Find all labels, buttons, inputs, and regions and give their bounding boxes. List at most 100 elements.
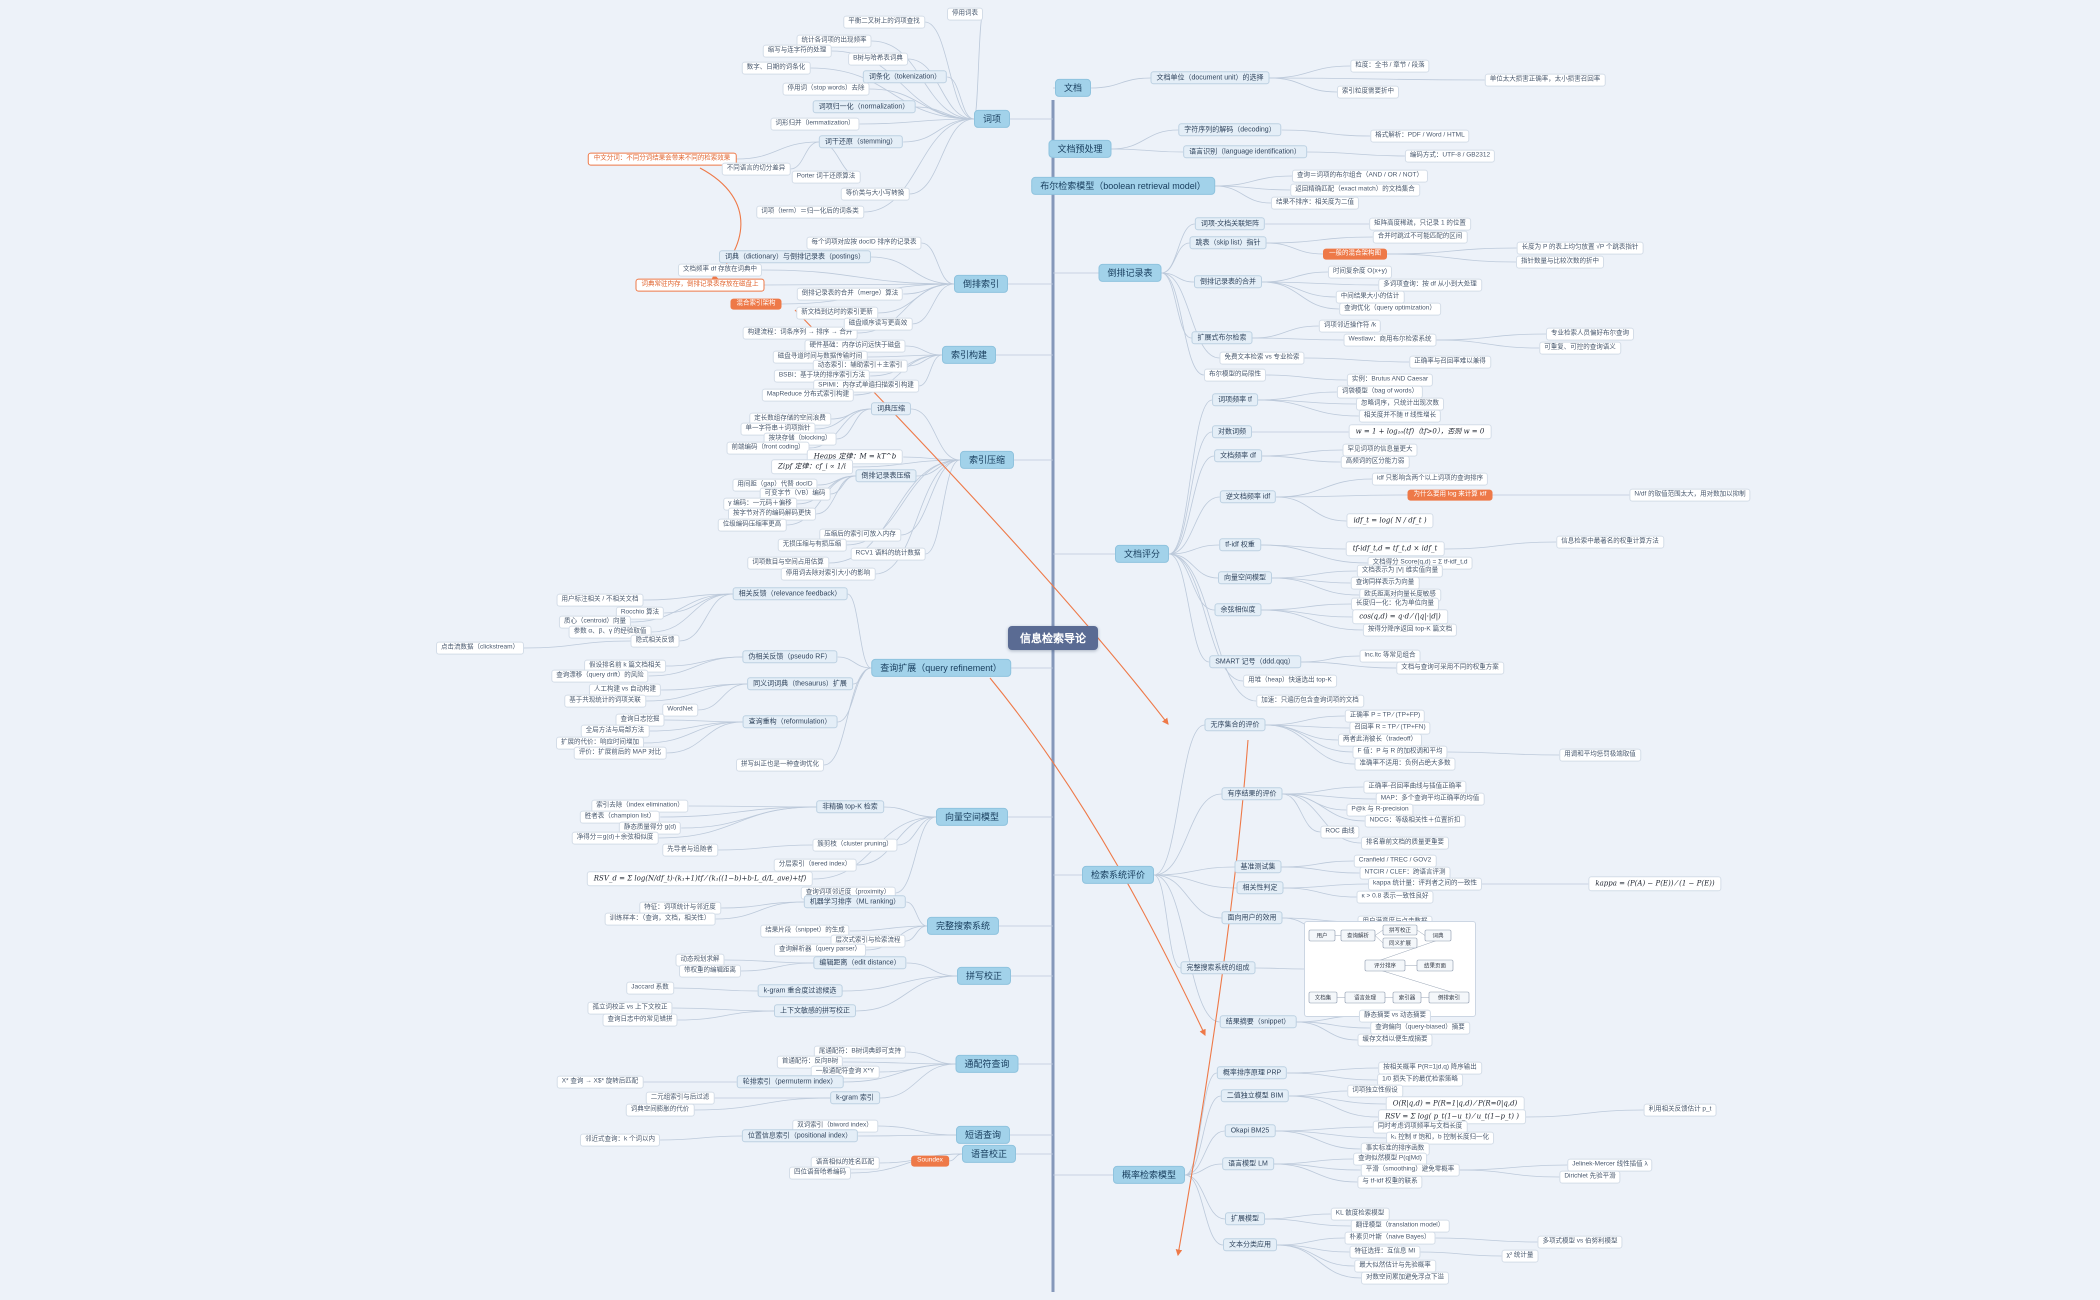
map-node-R1-4[interactable]: 索引粒度需要折中: [1337, 85, 1399, 99]
map-node-R6-20[interactable]: kappa = (P(A) − P(E)) ⁄ (1 − P(E)): [1588, 876, 1722, 892]
map-node-T11-1[interactable]: Soundex: [911, 1155, 949, 1167]
map-node-R4-21[interactable]: 实例：Brutus AND Caesar: [1346, 373, 1434, 387]
map-node-R1-3[interactable]: 单位太大损害正确率，太小损害召回率: [1484, 73, 1606, 87]
map-node-R7-21[interactable]: 文本分类应用: [1223, 1238, 1277, 1252]
map-node-T9-8[interactable]: 词典空间膨胀的代价: [625, 1103, 695, 1117]
map-node-T2-6[interactable]: 新文档到达时的索引更新: [796, 306, 878, 320]
map-node-R2-2[interactable]: 格式解析：PDF / Word / HTML: [1370, 129, 1470, 143]
map-node-R2-4[interactable]: 编码方式：UTF-8 / GB2312: [1404, 149, 1496, 163]
map-node-R5-21[interactable]: 查询同样表示为向量: [1350, 576, 1420, 590]
map-node-R4-20[interactable]: 布尔模型的局限性: [1204, 368, 1266, 382]
map-node-T4-8[interactable]: 倒排记录表压缩: [855, 469, 917, 483]
branch-topic-T8[interactable]: 拼写校正: [956, 966, 1012, 986]
map-node-R5-2[interactable]: 词袋模型（bag of words）: [1336, 385, 1424, 399]
map-node-T5-20[interactable]: 拼写纠正也是一种查询优化: [736, 758, 824, 772]
map-node-R7-5[interactable]: 词项独立性假设: [1347, 1084, 1403, 1098]
map-node-R6-28[interactable]: 静态摘要 vs 动态摘要: [1358, 1009, 1432, 1023]
map-node-T11-3[interactable]: 四位语音哈希编码: [789, 1166, 851, 1180]
map-node-T5-11[interactable]: 同义词词典（thesaurus）扩展: [747, 677, 853, 691]
branch-topic-T6[interactable]: 向量空间模型: [935, 807, 1009, 827]
map-node-T4-7[interactable]: Zipf 定律：cf_i ∝ 1/i: [771, 459, 853, 475]
map-node-R4-1[interactable]: 词项-文档关联矩阵: [1194, 217, 1266, 231]
map-node-R7-24[interactable]: 特征选择：互信息 MI: [1349, 1245, 1421, 1259]
map-node-R6-10[interactable]: MAP：多个查询平均正确率的均值: [1375, 792, 1485, 806]
map-node-T9-7[interactable]: 二元组索引与后过滤: [645, 1091, 715, 1105]
map-node-T4-14[interactable]: 压缩后的索引可放入内存: [819, 528, 901, 542]
map-node-R5-20[interactable]: 文档表示为 |V| 维实值向量: [1356, 564, 1444, 578]
map-node-T1-14[interactable]: 缩写与连字符的处理: [762, 44, 832, 58]
map-node-T4-1[interactable]: 词典压缩: [871, 402, 911, 416]
map-node-T6-8[interactable]: 分层索引（tiered index）: [773, 858, 857, 872]
map-node-R7-3[interactable]: 1/0 损失下的最优检索策略: [1377, 1073, 1463, 1087]
map-node-R6-7[interactable]: 准确率不适用：负例占绝大多数: [1354, 757, 1456, 771]
map-node-T7-1[interactable]: 机器学习排序（ML ranking）: [803, 895, 907, 909]
map-node-T5-1[interactable]: 相关反馈（relevance feedback）: [732, 587, 848, 601]
map-node-T8-5[interactable]: Jaccard 系数: [626, 981, 674, 995]
map-node-R4-8[interactable]: 倒排记录表的合并: [1194, 275, 1262, 289]
map-node-T5-2[interactable]: 用户标注相关 / 不相关文档: [556, 593, 644, 607]
map-node-R4-7[interactable]: 指针数量与比较次数的折中: [1516, 255, 1604, 269]
map-node-T9-2[interactable]: 首通配符：反向B树: [776, 1055, 844, 1069]
map-node-R4-5[interactable]: 一般的混合架构图: [1323, 248, 1387, 260]
map-node-T2-4[interactable]: 词典常驻内存，倒排记录表存放在磁盘上: [635, 278, 765, 292]
branch-topic-T4[interactable]: 索引压缩: [959, 450, 1015, 470]
map-node-R7-25[interactable]: χ² 统计量: [1501, 1249, 1539, 1263]
map-node-R5-14[interactable]: idf_t = log( N / df_t ): [1346, 513, 1434, 529]
branch-topic-T9[interactable]: 通配符查询: [955, 1054, 1019, 1074]
map-node-R6-12[interactable]: NDCG：等级相关性＋位置折扣: [1364, 814, 1466, 828]
branch-topic-T11[interactable]: 语音校正: [961, 1144, 1017, 1164]
map-node-T1-16[interactable]: 不同语言的切分差异: [721, 162, 791, 176]
map-node-R6-13[interactable]: ROC 曲线: [1320, 825, 1360, 839]
map-node-T8-7[interactable]: 孤立词校正 vs 上下文校正: [587, 1001, 673, 1015]
map-node-R7-12[interactable]: 语言模型 LM: [1222, 1157, 1274, 1171]
map-node-T7-6[interactable]: 查询解析器（query parser）: [774, 943, 866, 957]
map-node-R4-19[interactable]: 正确率与召回率难以兼得: [1409, 355, 1491, 369]
map-node-R3-1[interactable]: 查询＝词项的布尔组合（AND / OR / NOT）: [1291, 169, 1429, 183]
map-node-R6-3[interactable]: 召回率 R = TP ⁄ (TP+FN): [1349, 721, 1431, 735]
map-node-R5-23[interactable]: 余弦相似度: [1214, 603, 1262, 617]
map-node-R6-21[interactable]: κ > 0.8 表示一致性良好: [1356, 890, 1434, 904]
map-node-R7-27[interactable]: 对数空间累加避免浮点下溢: [1361, 1271, 1449, 1285]
map-node-T4-5[interactable]: 前端编码（front coding）: [726, 441, 810, 455]
map-node-R5-28[interactable]: lnc.ltc 等常见组合: [1359, 649, 1421, 663]
map-node-T9-3[interactable]: 一般通配符查询 X*Y: [810, 1065, 880, 1079]
map-node-T2-3[interactable]: 文档频率 df 存放在词典中: [677, 263, 763, 277]
map-node-T6-6[interactable]: 簇剪枝（cluster pruning）: [812, 838, 898, 852]
branch-topic-R2[interactable]: 文档预处理: [1048, 139, 1112, 159]
map-node-R5-3[interactable]: 忽略词序，只统计出现次数: [1356, 397, 1444, 411]
map-node-R4-4[interactable]: 合并时跳过不可能匹配的区间: [1372, 230, 1468, 244]
map-node-R7-26[interactable]: 最大似然估计与先验概率: [1354, 1259, 1436, 1273]
map-node-R5-29[interactable]: 文档与查询可采用不同的权重方案: [1396, 661, 1504, 675]
map-node-T8-6[interactable]: 上下文敏感的拼写校正: [774, 1004, 856, 1018]
map-node-R5-25[interactable]: cos(q,d) = q·d ⁄ (|q|·|d|): [1352, 609, 1448, 625]
map-node-R5-16[interactable]: tf-idf_t,d = tf_t,d × idf_t: [1345, 541, 1445, 557]
map-node-T1-15[interactable]: 数字、日期的词条化: [741, 61, 811, 75]
map-node-R5-11[interactable]: idf 只影响含两个以上词项的查询排序: [1371, 472, 1489, 486]
map-node-T8-1[interactable]: 编辑距离（edit distance）: [813, 956, 907, 970]
map-node-R6-30[interactable]: 缓存文档以便生成摘要: [1357, 1033, 1433, 1047]
map-node-R4-17[interactable]: 可重复、可控的查询语义: [1539, 341, 1621, 355]
map-node-R5-13[interactable]: N/df 的取值范围太大，用对数加以抑制: [1629, 488, 1751, 502]
map-node-T2-8[interactable]: 构建流程：词条序列 → 排序 → 合并: [742, 326, 858, 340]
map-node-R5-8[interactable]: 罕见词项的信息量更大: [1342, 443, 1418, 457]
map-node-T10-2[interactable]: 位置信息索引（positional index）: [741, 1129, 859, 1143]
map-node-T1-7[interactable]: 词项归一化（normalization）: [812, 100, 916, 114]
map-node-R6-8[interactable]: 有序结果的评价: [1221, 787, 1283, 801]
map-node-T1-2[interactable]: 平衡二叉树上的词项查找: [843, 15, 925, 29]
map-node-R5-9[interactable]: 高频词的区分能力弱: [1340, 455, 1410, 469]
map-node-T10-3[interactable]: 邻近式查询：k 个词以内: [579, 1133, 661, 1147]
map-node-R2-3[interactable]: 语言识别（language identification）: [1183, 145, 1307, 159]
branch-topic-R6[interactable]: 检索系统评价: [1081, 865, 1155, 885]
map-node-R7-15[interactable]: Jelinek-Mercer 线性插值 λ: [1567, 1158, 1653, 1172]
map-node-R7-18[interactable]: 扩展模型: [1225, 1212, 1265, 1226]
branch-topic-T5[interactable]: 查询扩展（query refinement）: [871, 658, 1011, 678]
map-node-T4-18[interactable]: 停用词去除对索引大小的影响: [780, 567, 876, 581]
map-node-R5-6[interactable]: w = 1 + log₁₀(tf)（tf>0），否则 w = 0: [1348, 424, 1492, 440]
map-node-R7-10[interactable]: k₁ 控制 tf 饱和，b 控制长度归一化: [1386, 1131, 1494, 1145]
map-node-T3-6[interactable]: MapReduce 分布式索引构建: [761, 388, 855, 402]
map-node-T8-4[interactable]: k-gram 重合度过滤候选: [757, 984, 843, 998]
map-node-R6-26[interactable]: 用户查询解析拼写校正同义扩展词典评分排序结果页面文档集语言处理索引器倒排索引: [1304, 921, 1476, 1017]
map-node-R5-7[interactable]: 文档频率 df: [1214, 449, 1262, 463]
map-node-R6-29[interactable]: 查询偏向（query-biased）摘要: [1370, 1021, 1470, 1035]
map-node-R4-18[interactable]: 免费文本检索 vs 专业检索: [1219, 351, 1305, 365]
